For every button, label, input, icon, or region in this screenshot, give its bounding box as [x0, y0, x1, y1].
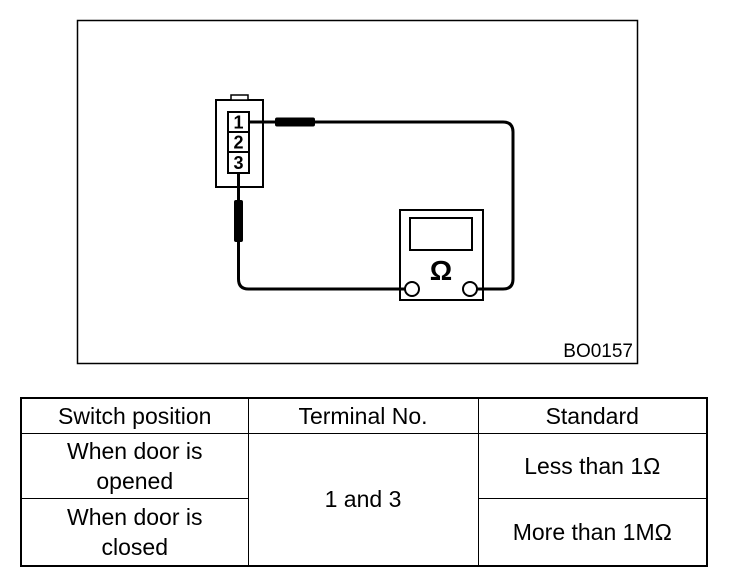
test-probe-3 [234, 200, 243, 242]
table-row: When door is opened 1 and 3 Less than 1Ω [20, 432, 708, 567]
test-lead-terminal-1 [249, 120, 515, 291]
ohmmeter: Ω [399, 209, 484, 301]
ohm-symbol: Ω [430, 255, 452, 286]
switch-position-text: When door is opened [66, 437, 203, 494]
meter-terminal-left [404, 281, 420, 297]
header-standard: Standard [477, 397, 708, 434]
figure-frame [76, 19, 639, 365]
switch-position-cell: When door is opened [20, 432, 249, 499]
table-header-row: Switch position Terminal No. Standard [20, 397, 708, 434]
terminal-number-label: 1 [233, 113, 243, 133]
connector-lock-tab [230, 94, 249, 101]
test-probe-1 [275, 117, 315, 127]
circuit-diagram: 1 2 3 Ω BO0157 [76, 19, 639, 365]
header-switch-position: Switch position [20, 397, 249, 434]
standard-cell: More than 1MΩ [477, 497, 708, 567]
terminal-no-cell: 1 and 3 [247, 432, 479, 567]
table-row: When door is closed More than 1MΩ [20, 497, 708, 567]
door-switch-connector: 1 2 3 [215, 94, 264, 188]
figure-code-label: BO0157 [563, 341, 633, 362]
meter-terminal-right [462, 281, 478, 297]
connector-terminal-3: 3 [227, 151, 250, 174]
terminal-number-label: 2 [233, 133, 243, 153]
specification-table: Switch position Terminal No. Standard Wh… [20, 397, 708, 567]
header-terminal-no: Terminal No. [247, 397, 479, 434]
switch-position-text: When door is closed [66, 503, 203, 560]
test-lead-terminal-3 [237, 173, 412, 291]
switch-position-cell: When door is closed [20, 497, 249, 567]
connector-terminal-2: 2 [227, 131, 250, 153]
connector-terminal-1: 1 [227, 111, 250, 133]
standard-cell: Less than 1Ω [477, 432, 708, 499]
terminal-number-label: 3 [233, 153, 243, 173]
ohmmeter-display [409, 217, 473, 251]
